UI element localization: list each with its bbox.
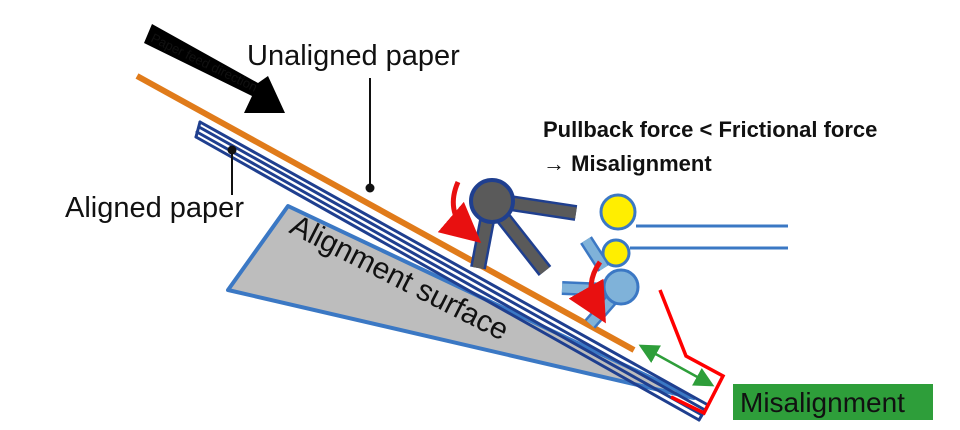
stopper: [658, 289, 726, 416]
roller-small: [601, 238, 631, 268]
aligned-paper-stack: [194, 120, 710, 422]
unaligned-paper-label: Unaligned paper: [247, 40, 460, 72]
roller-large: [599, 193, 637, 231]
aligned-paper-leader-dot: [227, 145, 237, 155]
misalignment-badge: [733, 384, 933, 420]
unaligned-paper-leader-dot: [365, 183, 375, 193]
aligned-paper-label: Aligned paper: [65, 192, 244, 224]
misalignment-arrow-icon: [638, 344, 715, 387]
rotation-arrow-dark-lever-icon: [437, 180, 482, 244]
condition-text-line2: → Misalignment: [543, 151, 712, 176]
dark-lever: [469, 178, 578, 276]
paper-feed-direction-label: Paper feed direction: [149, 30, 260, 94]
rotation-arrow-light-lever-icon: [568, 260, 606, 324]
condition-text-line1: Pullback force < Frictional force: [543, 117, 877, 142]
misalignment-badge-label: Misalignment: [740, 387, 905, 418]
unaligned-paper: [135, 73, 636, 353]
